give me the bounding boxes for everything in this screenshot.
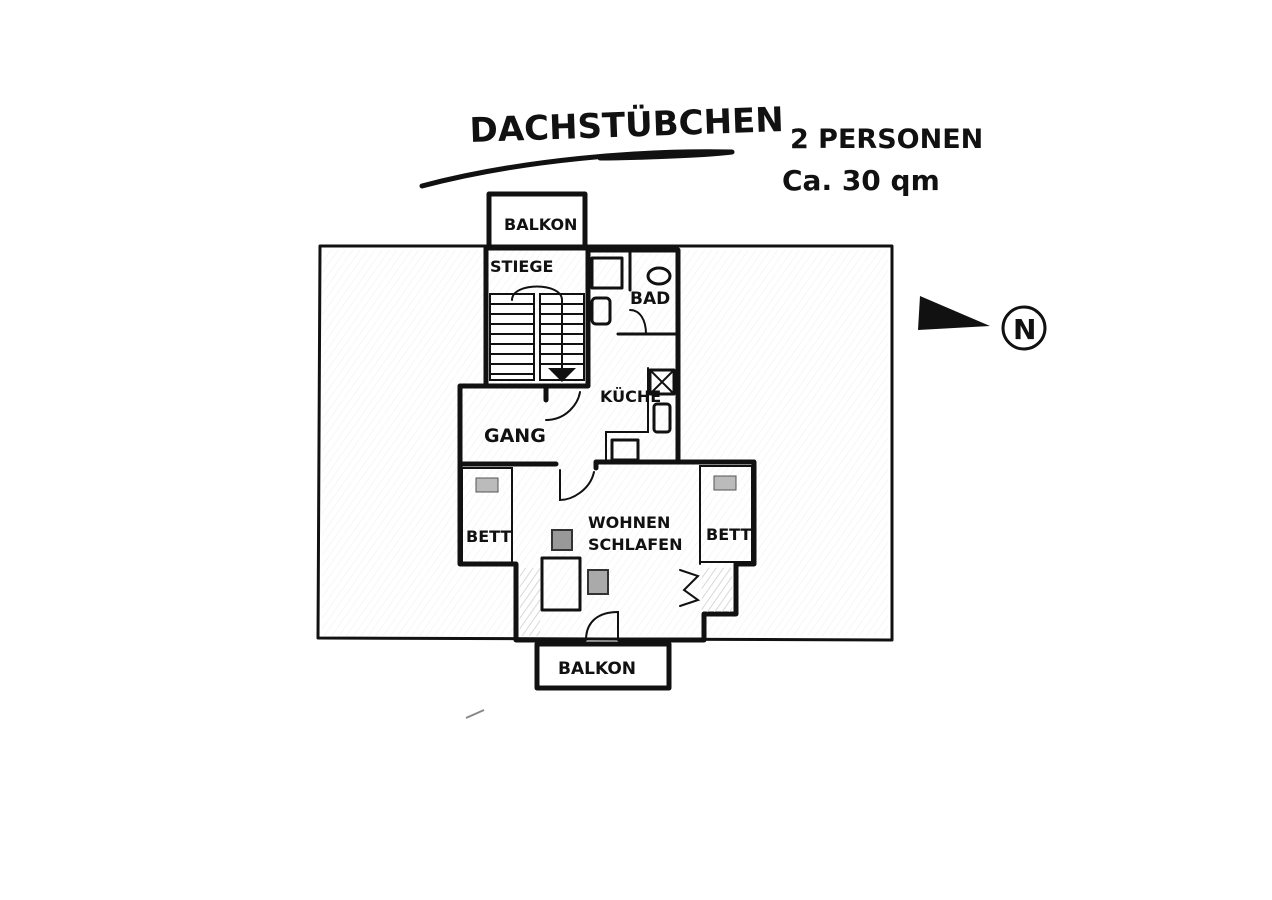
living-walls — [457, 459, 757, 643]
lower-right-niche — [702, 568, 732, 612]
building-outline — [316, 244, 894, 642]
label-balkon-bottom: BALKON — [558, 659, 636, 679]
bath-door — [629, 309, 647, 335]
stair-steps — [489, 285, 585, 381]
living-door — [559, 469, 595, 502]
label-wohnen: WOHNEN — [588, 513, 670, 532]
label-stiege: STIEGE — [490, 257, 553, 276]
bath-kitchen-walls — [585, 247, 681, 465]
compass-circle-icon — [1001, 305, 1047, 351]
label-bett-right: BETT — [706, 525, 751, 544]
bed-left-pillow — [475, 477, 499, 493]
fridge-icon — [652, 402, 672, 434]
title-underline — [419, 149, 735, 189]
corridor-door — [545, 391, 581, 421]
table-icon — [587, 569, 609, 595]
label-balkon-top: BALKON — [504, 215, 577, 234]
plan-title: DACHSTÜBCHEN — [469, 99, 784, 151]
persons-label: 2 PERSONEN — [790, 124, 983, 155]
label-bad: BAD — [630, 289, 670, 309]
stair-arrow — [548, 368, 576, 382]
wardrobe-door — [679, 569, 701, 607]
armchair-icon — [551, 529, 573, 551]
toilet-icon — [590, 296, 612, 326]
label-kueche: KÜCHE — [600, 387, 661, 406]
balcony-door — [585, 610, 619, 641]
label-gang: GANG — [484, 425, 546, 447]
compass-arrow-icon — [918, 296, 990, 330]
sink-icon — [646, 266, 672, 286]
shower-icon — [590, 256, 624, 290]
compass-label: N — [1013, 313, 1036, 346]
sofa-icon — [540, 556, 582, 612]
corridor-walls — [457, 383, 549, 467]
label-schlafen: SCHLAFEN — [588, 535, 682, 554]
lower-left-niche — [520, 568, 540, 636]
kitchen-counter — [605, 367, 649, 463]
stove-icon — [648, 368, 676, 396]
stove-cross — [649, 369, 675, 395]
label-bett-left: BETT — [466, 527, 511, 546]
bed-right-pillow — [713, 475, 737, 491]
area-label: Ca. 30 qm — [782, 164, 940, 197]
pencil-mark — [465, 709, 485, 719]
balcony-bottom — [534, 641, 672, 691]
